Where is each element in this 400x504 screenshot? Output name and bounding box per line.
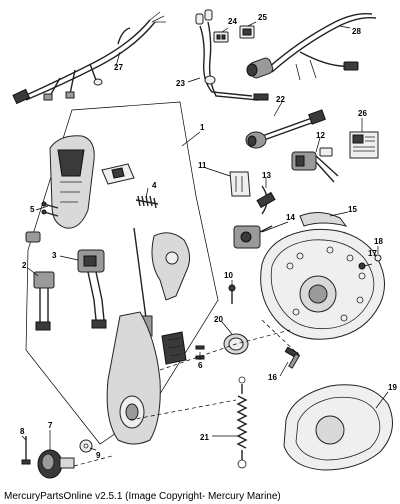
connector-25[interactable] bbox=[239, 25, 255, 39]
callout-3: 3 bbox=[52, 251, 57, 260]
washer-18[interactable] bbox=[374, 254, 382, 262]
callout-4: 4 bbox=[152, 181, 157, 190]
knob-7[interactable] bbox=[37, 449, 75, 479]
screws-5[interactable] bbox=[41, 201, 59, 217]
callout-2: 2 bbox=[22, 261, 27, 270]
screw-10[interactable] bbox=[228, 284, 236, 304]
callout-17: 17 bbox=[368, 249, 377, 258]
connector-24[interactable] bbox=[213, 31, 229, 43]
callout-20: 20 bbox=[214, 315, 223, 324]
side-cover-14-assembly[interactable] bbox=[260, 228, 385, 340]
callout-12: 12 bbox=[316, 131, 325, 140]
callout-8: 8 bbox=[20, 427, 25, 436]
leader-lines bbox=[21, 21, 389, 451]
pad-left[interactable] bbox=[25, 231, 41, 243]
bracket-small-1d[interactable] bbox=[161, 331, 187, 365]
callout-11: 11 bbox=[198, 161, 207, 170]
callout-7: 7 bbox=[48, 421, 53, 430]
callout-16: 16 bbox=[268, 373, 277, 382]
assembly-lines bbox=[73, 319, 301, 467]
cam-lever[interactable] bbox=[151, 232, 190, 301]
callout-19: 19 bbox=[388, 383, 397, 392]
screw-8[interactable] bbox=[21, 436, 31, 465]
switch-2[interactable] bbox=[33, 271, 55, 331]
callout-28: 28 bbox=[352, 27, 361, 36]
wire-lead-23[interactable] bbox=[195, 9, 269, 101]
washer-9[interactable] bbox=[79, 439, 93, 453]
grip-housing[interactable] bbox=[106, 311, 161, 445]
bolt-16[interactable] bbox=[284, 346, 300, 369]
callout-21: 21 bbox=[200, 433, 209, 442]
kill-switch-13[interactable] bbox=[256, 185, 276, 215]
callout-6: 6 bbox=[198, 361, 203, 370]
decal-26[interactable] bbox=[349, 131, 379, 159]
spring-4[interactable] bbox=[135, 195, 159, 209]
wiring-harness-28[interactable] bbox=[246, 12, 377, 81]
callout-14: 14 bbox=[286, 213, 295, 222]
switch-3[interactable] bbox=[77, 249, 107, 329]
callout-13: 13 bbox=[262, 171, 271, 180]
stop-switch-14[interactable] bbox=[233, 225, 273, 249]
bracket-11[interactable] bbox=[229, 171, 251, 197]
callout-25: 25 bbox=[258, 13, 267, 22]
callout-labels: 1 2 3 4 5 6 7 8 9 10 11 12 13 14 15 16 1… bbox=[20, 13, 397, 460]
callout-23: 23 bbox=[176, 79, 185, 88]
handle-15[interactable] bbox=[299, 212, 348, 227]
callout-1: 1 bbox=[200, 123, 205, 132]
callout-5: 5 bbox=[30, 205, 35, 214]
callout-27: 27 bbox=[114, 63, 123, 72]
callout-9: 9 bbox=[96, 451, 101, 460]
callout-22: 22 bbox=[276, 95, 285, 104]
wiring-harness-27[interactable] bbox=[12, 11, 166, 105]
callout-24: 24 bbox=[228, 17, 237, 26]
cover-plate-1b[interactable] bbox=[101, 163, 135, 185]
callout-26: 26 bbox=[358, 109, 367, 118]
callout-15: 15 bbox=[348, 205, 357, 214]
callout-18: 18 bbox=[374, 237, 383, 246]
switch-12[interactable] bbox=[291, 147, 339, 183]
copyright-footer: MercuryPartsOnline v2.5.1 (Image Copyrig… bbox=[4, 491, 281, 502]
cover-19[interactable] bbox=[283, 384, 393, 471]
cable-22[interactable] bbox=[245, 109, 326, 149]
callout-10: 10 bbox=[224, 271, 233, 280]
handle-body-1[interactable] bbox=[49, 135, 95, 229]
spring-21[interactable] bbox=[236, 376, 248, 469]
